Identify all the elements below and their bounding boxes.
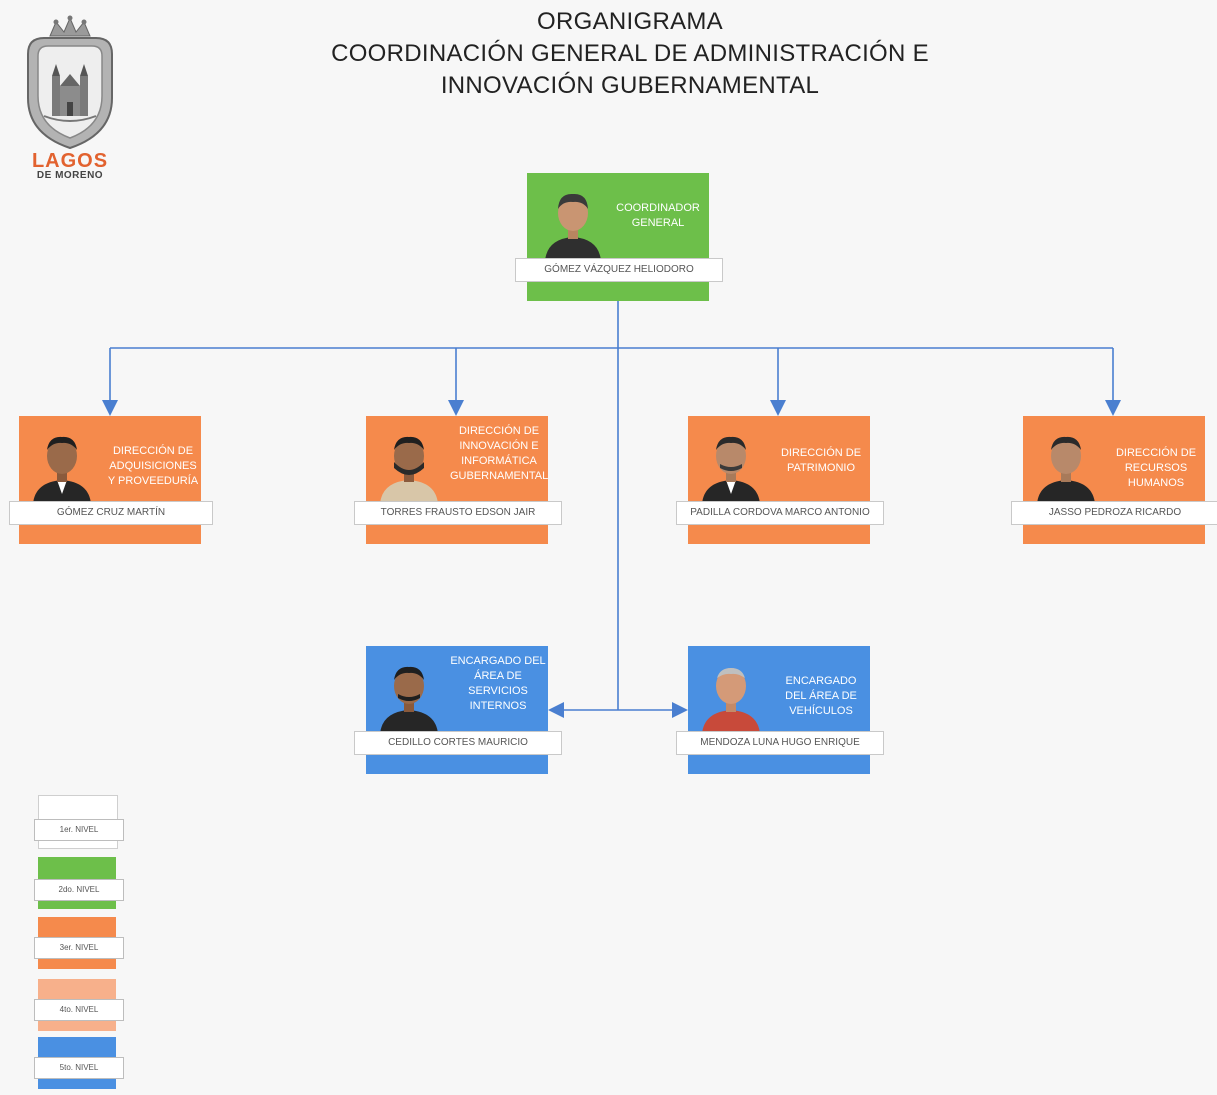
person-photo-icon <box>545 193 601 261</box>
legend-item-level-1: 1er. NIVEL <box>34 795 124 853</box>
direction-box-4: DIRECCIÓN DE RECURSOS HUMANOS JASSO PEDR… <box>1011 416 1217 544</box>
area-2-name: MENDOZA LUNA HUGO ENRIQUE <box>676 731 884 755</box>
title-line-3: INNOVACIÓN GUBERNAMENTAL <box>440 72 820 99</box>
direction-3-name: PADILLA CORDOVA MARCO ANTONIO <box>676 501 884 525</box>
legend-item-level-4: 4to. NIVEL <box>34 979 124 1037</box>
legend-label: 5to. NIVEL <box>34 1057 124 1079</box>
area-1-name: CEDILLO CORTES MAURICIO <box>354 731 562 755</box>
direction-2-role: DIRECCIÓN DE INNOVACIÓN E INFORMÁTICA GU… <box>450 425 549 482</box>
legend-label: 3er. NIVEL <box>34 937 124 959</box>
direction-box-3: DIRECCIÓN DE PATRIMONIO PADILLA CORDOVA … <box>676 416 884 544</box>
legend-item-level-2: 2do. NIVEL <box>34 857 124 915</box>
coordinator-name: GÓMEZ VÁZQUEZ HELIODORO <box>515 258 723 282</box>
legend-label: 1er. NIVEL <box>34 819 124 841</box>
direction-box-2: DIRECCIÓN DE INNOVACIÓN E INFORMÁTICA GU… <box>354 416 562 544</box>
page-title: ORGANIGRAMA COORDINACIÓN GENERAL DE ADMI… <box>250 6 1010 102</box>
person-photo-icon <box>380 436 438 504</box>
person-photo-icon <box>380 666 438 734</box>
logo-word-de-moreno: DE MORENO <box>36 170 104 181</box>
area-box-1: ENCARGADO DEL ÁREA DE SERVICIOS INTERNOS… <box>354 646 562 774</box>
coat-of-arms-icon <box>27 15 113 150</box>
direction-3-role: DIRECCIÓN DE PATRIMONIO <box>780 447 862 474</box>
coordinator-role: COORDINADOR GENERAL <box>616 202 700 229</box>
area-2-role: ENCARGADO DEL ÁREA DE VEHÍCULOS <box>785 675 857 717</box>
coordinator-box: COORDINADOR GENERAL GÓMEZ VÁZQUEZ HELIOD… <box>515 173 723 301</box>
legend-label: 4to. NIVEL <box>34 999 124 1021</box>
legend-item-level-3: 3er. NIVEL <box>34 917 124 975</box>
direction-2-name: TORRES FRAUSTO EDSON JAIR <box>354 501 562 525</box>
person-photo-icon <box>702 436 760 504</box>
legend-label: 2do. NIVEL <box>34 879 124 901</box>
lagos-de-moreno-logo: LAGOS DE MORENO <box>18 14 122 190</box>
person-photo-icon <box>33 436 91 504</box>
title-line-1: ORGANIGRAMA <box>537 8 723 35</box>
direction-1-role: DIRECCIÓN DE ADQUISICIONES Y PROVEEDURÍA <box>107 445 199 487</box>
direction-1-name: GÓMEZ CRUZ MARTÍN <box>9 501 213 525</box>
person-photo-icon <box>1037 436 1095 504</box>
direction-4-name: JASSO PEDROZA RICARDO <box>1011 501 1217 525</box>
direction-box-1: DIRECCIÓN DE ADQUISICIONES Y PROVEEDURÍA… <box>9 416 213 544</box>
person-photo-icon <box>702 668 760 734</box>
title-line-2: COORDINACIÓN GENERAL DE ADMINISTRACIÓN E <box>331 40 929 67</box>
logo-word-lagos: LAGOS <box>31 150 109 172</box>
area-1-role: ENCARGADO DEL ÁREA DE SERVICIOS INTERNOS <box>450 655 546 712</box>
direction-4-role: DIRECCIÓN DE RECURSOS HUMANOS <box>1115 447 1197 489</box>
area-box-2: ENCARGADO DEL ÁREA DE VEHÍCULOS MENDOZA … <box>676 646 884 774</box>
legend-item-level-5: 5to. NIVEL <box>34 1037 124 1095</box>
